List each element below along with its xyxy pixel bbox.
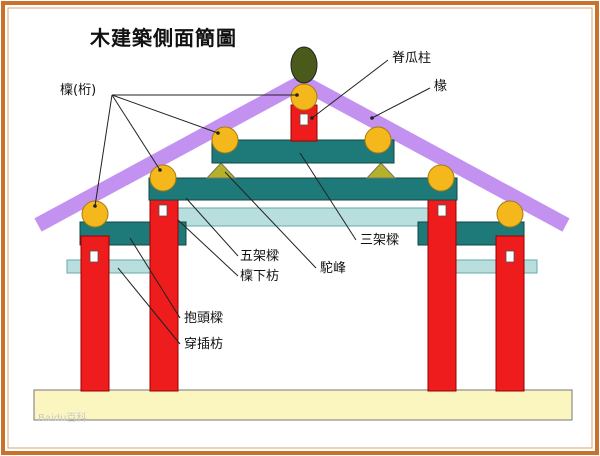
column-inner-left [149,189,179,392]
leader-rafter [371,87,431,119]
purlin-lower-left [81,200,109,228]
post-window [437,204,447,217]
leader-dot [295,93,299,97]
column-inner-right [427,189,457,392]
leader-purlin-tie [177,219,239,277]
purlin-upper-right [364,126,392,154]
ridge-ornament [290,46,318,84]
purlin-tie-beam [177,207,429,227]
leader-dot [310,116,314,120]
label-three-beam: 三架樑 [360,233,400,248]
label-purlin-tie: 檁下枋 [240,269,280,284]
purlin-middle-left [149,164,177,192]
purlin-upper-left [211,126,239,154]
leader-three-beam [299,152,357,241]
label-king-post: 脊瓜柱 [392,51,432,66]
leader-dot [93,204,97,208]
diagram-title: 木建築側面簡圖 [90,26,237,50]
leader-dot [158,168,162,172]
leader-lines [94,59,431,345]
label-rafter: 椽 [434,79,448,94]
five-purlin-beam [148,177,458,201]
camel-hump-left [205,162,237,179]
label-purlin: 檁(桁) [60,83,97,98]
leader-five-beam [185,197,239,257]
watermark: Baidu百科 [38,413,87,424]
label-tie-beam: 穿插枋 [184,337,224,352]
label-five-beam: 五架樑 [240,249,280,264]
camel-hump-right [365,162,397,179]
base-platform [33,389,573,421]
post-window [505,250,515,263]
label-head-beam: 抱頭樑 [184,311,224,326]
purlin-ridge [290,83,318,111]
leader-dot [216,131,220,135]
leader-camel-hump [224,171,317,269]
leader-purlin-2 [111,94,161,171]
leader-king-post [311,59,389,119]
post-window [158,204,168,217]
label-camel-hump: 駝峰 [320,261,347,276]
leader-tie-beam [117,267,181,345]
post-window [299,113,309,126]
post-window [89,250,99,263]
purlin-lower-right [496,200,524,228]
leader-purlin-1 [94,94,113,207]
column-outer-left [80,235,110,392]
leader-dots [93,93,374,208]
leader-dot [370,116,374,120]
leader-purlin-3 [111,94,219,134]
inner-frame [7,7,593,449]
purlin-middle-right [427,164,455,192]
leader-head-beam [129,237,181,319]
